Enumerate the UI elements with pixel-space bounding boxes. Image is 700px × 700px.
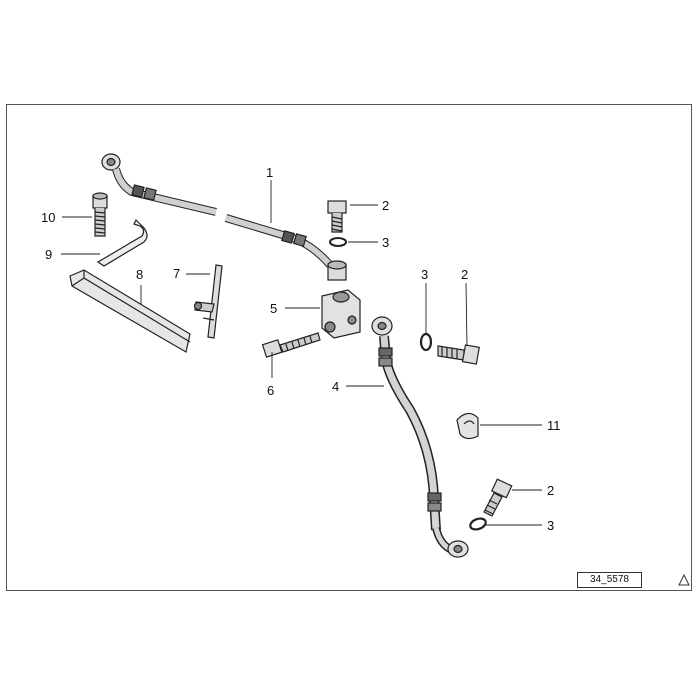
leader-lines bbox=[61, 180, 542, 526]
part-10-screw bbox=[92, 192, 108, 237]
part-1-pipe bbox=[101, 153, 347, 281]
callout-1: 1 bbox=[266, 165, 273, 180]
callout-4: 4 bbox=[332, 379, 339, 394]
callout-3-bottom: 3 bbox=[547, 518, 554, 533]
part-8-strip bbox=[69, 269, 191, 353]
callout-2-middle: 2 bbox=[461, 267, 468, 282]
callout-6: 6 bbox=[267, 383, 274, 398]
part-3-washer-top bbox=[329, 237, 347, 247]
callout-8: 8 bbox=[136, 267, 143, 282]
part-11-clip bbox=[456, 412, 479, 440]
part-3-washer-mid bbox=[419, 332, 433, 352]
callout-10: 10 bbox=[41, 210, 55, 225]
part-6-bolt bbox=[261, 332, 321, 358]
part-2-bolt-top bbox=[327, 200, 347, 233]
diagram-frame bbox=[6, 104, 692, 591]
part-2-bolt-mid bbox=[437, 344, 480, 365]
part-2-bolt-bottom bbox=[483, 478, 513, 517]
callout-5: 5 bbox=[270, 301, 277, 316]
part-9-clamp bbox=[96, 218, 148, 267]
callout-3-middle: 3 bbox=[421, 267, 428, 282]
callout-2-top: 2 bbox=[382, 198, 389, 213]
callout-11: 11 bbox=[547, 418, 561, 433]
part-7-bracket bbox=[193, 264, 223, 339]
callout-9: 9 bbox=[45, 247, 52, 262]
callout-3-top: 3 bbox=[382, 235, 389, 250]
callout-7: 7 bbox=[173, 266, 180, 281]
part-3-washer-bottom bbox=[469, 517, 487, 531]
part-5-distributor bbox=[321, 289, 361, 339]
reference-number: 34_5578 bbox=[577, 572, 642, 588]
part-4-hose bbox=[371, 316, 469, 558]
callout-2-bottom: 2 bbox=[547, 483, 554, 498]
warning-triangle-icon bbox=[678, 574, 690, 586]
